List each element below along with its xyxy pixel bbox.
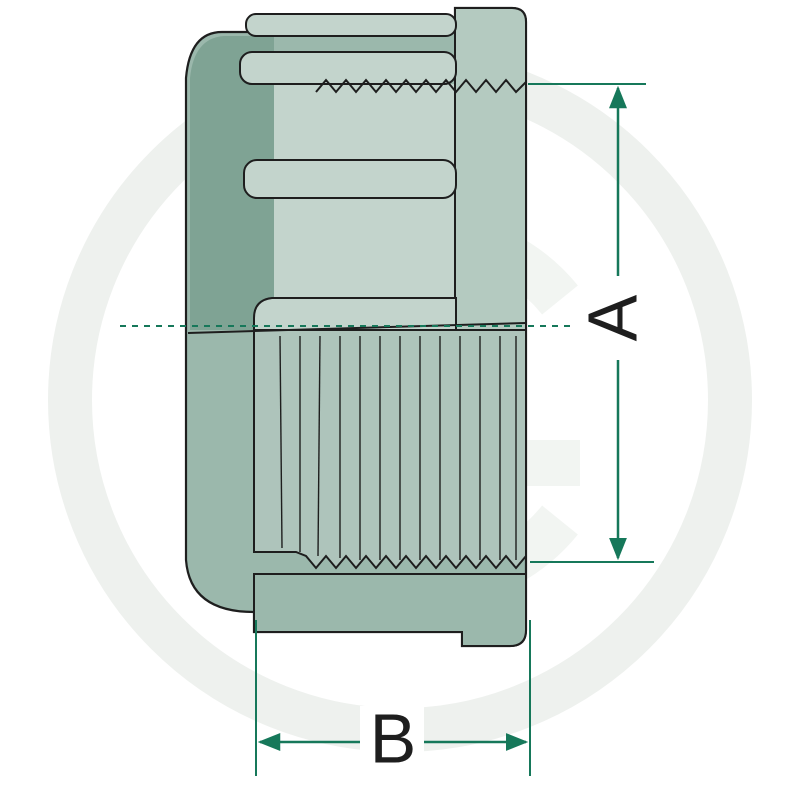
thread-cap: [253, 297, 457, 331]
inner-bore: [274, 84, 456, 330]
lower-thread-body: [253, 329, 527, 570]
top-rib-1: [245, 13, 457, 37]
fitting-body: [184, 6, 528, 648]
bottom-collar: [253, 573, 527, 647]
mid-rib: [243, 159, 457, 199]
dimension-b-label-bg: [360, 706, 424, 778]
section-line: [187, 322, 527, 334]
dimension-a: A: [528, 83, 654, 563]
dimension-a-label: A: [573, 294, 651, 341]
top-rib-2: [239, 51, 457, 85]
dimension-b: B: [255, 620, 531, 778]
upper-thread-profile: [315, 78, 527, 94]
dimension-a-label-bg: [590, 276, 646, 360]
left-shade: [190, 36, 274, 330]
right-flange: [454, 7, 527, 331]
thread-lines: [279, 335, 517, 560]
dimension-b-label: B: [370, 699, 417, 777]
